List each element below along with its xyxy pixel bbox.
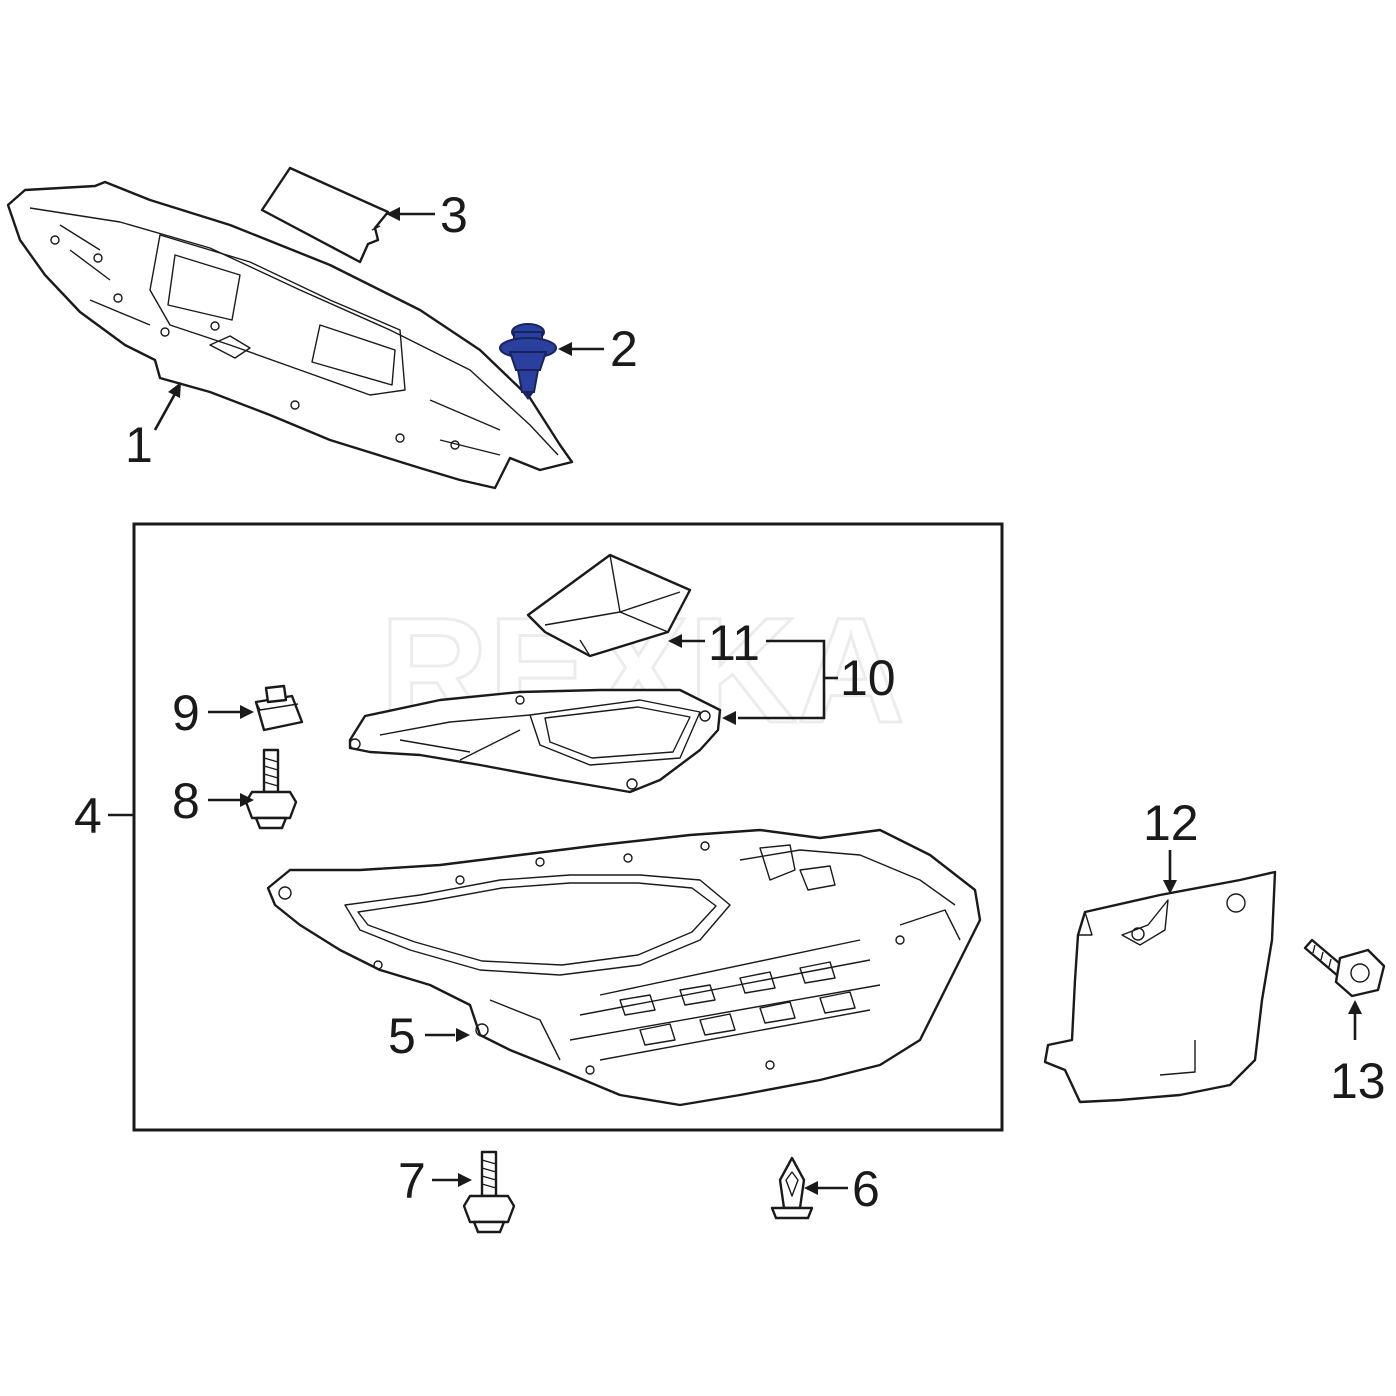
callout-5: 5 <box>388 1008 416 1064</box>
callout-12: 12 <box>1143 795 1199 851</box>
part-11-air-guide[interactable] <box>526 553 692 658</box>
part-12-side-cover[interactable] <box>1043 870 1277 1104</box>
arrow-10 <box>722 711 736 725</box>
callout-3: 3 <box>440 187 468 243</box>
part-13-screw[interactable] <box>1303 938 1386 998</box>
callout-8: 8 <box>172 773 200 829</box>
arrow-11 <box>668 634 682 648</box>
part-5-under-cover[interactable] <box>266 828 982 1107</box>
arrow-6 <box>804 1181 818 1195</box>
arrow-5 <box>456 1028 470 1042</box>
assembly-box-4 <box>132 522 1004 1132</box>
part-6-clip[interactable] <box>770 1156 814 1220</box>
part-9-nut-clip[interactable] <box>254 684 304 732</box>
callout-2: 2 <box>610 321 638 377</box>
arrow-3 <box>386 207 400 221</box>
leader-10 <box>738 639 826 720</box>
arrow-12 <box>1163 880 1177 894</box>
callout-9: 9 <box>172 685 200 741</box>
callout-4: 4 <box>74 788 102 844</box>
callout-7: 7 <box>398 1153 426 1209</box>
callout-6: 6 <box>852 1161 880 1217</box>
part-2-push-clip[interactable] <box>499 323 557 400</box>
arrow-2 <box>558 342 572 356</box>
part-10-sub-panel[interactable] <box>348 688 722 794</box>
arrow-13 <box>1348 1000 1362 1014</box>
part-8-bolt[interactable] <box>244 748 298 830</box>
part-3-insulator-pad[interactable] <box>260 166 390 264</box>
arrow-8 <box>240 793 254 807</box>
arrow-7 <box>458 1173 472 1187</box>
callout-13: 13 <box>1330 1053 1386 1109</box>
part-1-upper-shield[interactable] <box>6 180 574 490</box>
part-7-bolt[interactable] <box>462 1150 516 1234</box>
leader-1 <box>153 391 178 431</box>
arrow-9 <box>240 705 254 719</box>
callout-11: 11 <box>708 615 760 671</box>
arrow-1 <box>168 382 181 398</box>
callout-10: 10 <box>840 650 896 706</box>
callout-1: 1 <box>125 417 153 473</box>
